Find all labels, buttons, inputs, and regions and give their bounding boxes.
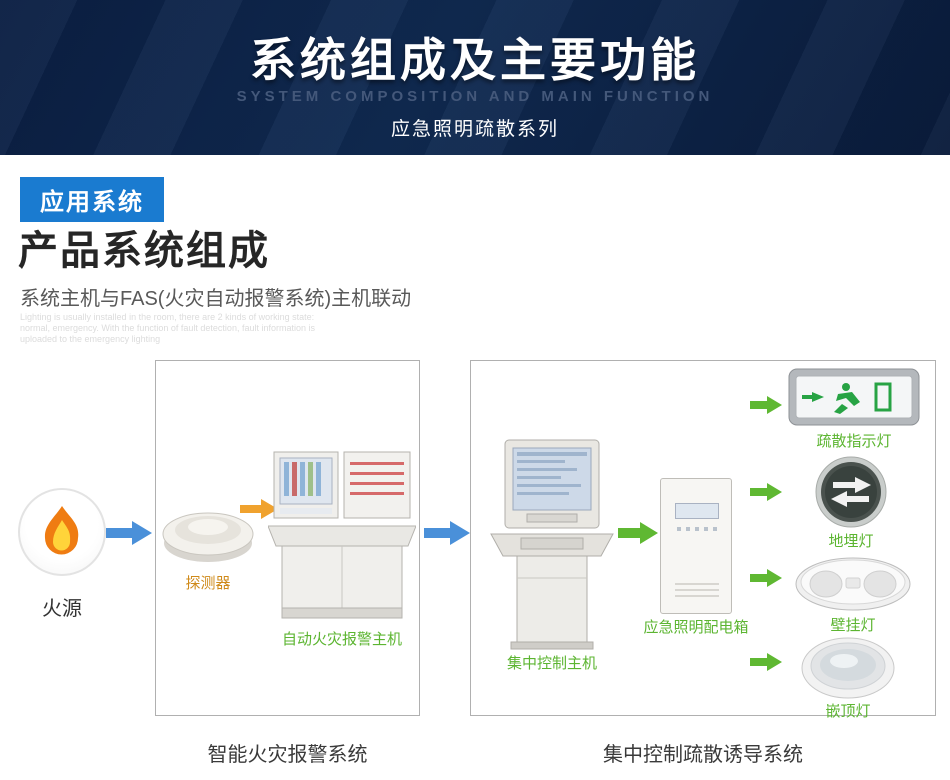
alarm-host-label: 自动火灾报警主机 <box>281 631 402 648</box>
ceiling-light-icon <box>801 637 895 699</box>
section-badge: 应用系统 <box>20 177 164 222</box>
page-subtitle-english: SYSTEM COMPOSITION AND MAIN FUNCTION <box>236 88 714 105</box>
exit-sign-icon <box>788 368 920 426</box>
power-box-label: 应急照明配电箱 <box>643 619 749 636</box>
wall-lamp-icon <box>795 557 911 611</box>
arrow-to-exit-sign <box>750 396 782 414</box>
arrow-detector-to-alarm-host <box>240 499 278 519</box>
arrow-fire-to-detector <box>106 521 152 545</box>
arrow-alarm-to-control <box>424 521 470 545</box>
power-distribution-box-icon <box>660 478 732 614</box>
fire-alarm-host-icon <box>268 451 416 619</box>
evacuation-system-caption: 集中控制疏散诱导系统 <box>603 744 803 766</box>
fire-source-icon <box>18 488 106 576</box>
central-control-host-icon <box>490 439 614 650</box>
arrow-control-to-powerbox <box>618 522 658 544</box>
section-heading: 产品系统组成 <box>18 229 270 273</box>
powerbox-indicators <box>677 527 717 531</box>
ceiling-light-label: 嵌顶灯 <box>825 703 871 720</box>
powerbox-vents <box>675 583 719 601</box>
fire-source-label: 火源 <box>42 598 82 620</box>
detector-label: 探测器 <box>185 575 231 592</box>
exit-sign-label: 疏散指示灯 <box>816 433 892 450</box>
series-label: 应急照明疏散系列 <box>390 119 559 140</box>
flame-icon <box>44 506 79 555</box>
ground-light-label: 地埋灯 <box>828 533 874 550</box>
header-banner: 系统组成及主要功能 SYSTEM COMPOSITION AND MAIN FU… <box>0 0 950 155</box>
powerbox-display <box>675 503 719 519</box>
wall-lamp-label: 壁挂灯 <box>830 617 876 634</box>
page-title: 系统组成及主要功能 <box>250 34 700 86</box>
ground-light-icon <box>815 456 887 528</box>
arrow-to-ground-light <box>750 483 782 501</box>
control-host-label: 集中控制主机 <box>506 655 597 672</box>
smoke-detector-icon <box>162 512 254 562</box>
arrow-to-ceiling-light <box>750 653 782 671</box>
fire-alarm-system-caption: 智能火灾报警系统 <box>207 744 368 766</box>
section-subheading: 系统主机与FAS(火灾自动报警系统)主机联动 <box>20 288 412 310</box>
arrow-to-wall-lamp <box>750 569 782 587</box>
section-note: Lighting is usually installed in the roo… <box>20 312 315 344</box>
